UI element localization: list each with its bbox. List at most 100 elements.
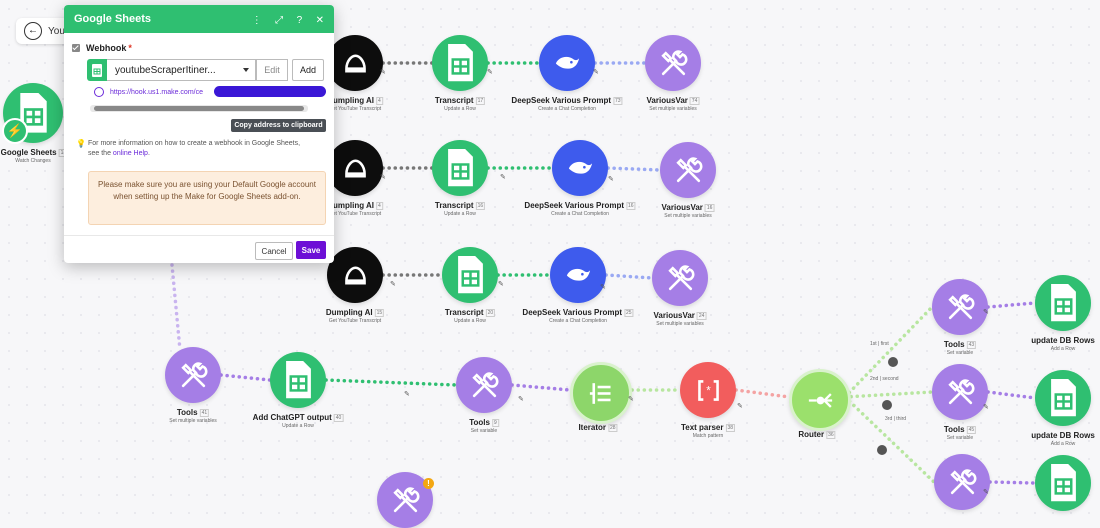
sheets-trigger-icon	[17, 93, 50, 133]
route-label[interactable]: 2nd | second	[870, 376, 899, 382]
dumpling-icon	[340, 48, 371, 79]
module-tr3[interactable]	[442, 247, 498, 303]
connection-router-tools5[interactable]	[843, 395, 936, 484]
module-vv3[interactable]	[652, 250, 708, 306]
module-action: Add a Row	[1050, 441, 1076, 447]
connection-ds3-vv3[interactable]	[604, 273, 654, 280]
module-addgpt[interactable]	[270, 352, 326, 408]
filter-icon[interactable]	[882, 400, 892, 410]
wrench-icon[interactable]: ✎	[983, 309, 989, 316]
sheets-icon	[445, 44, 476, 82]
field-toggle-checkbox[interactable]	[72, 44, 80, 52]
module-tools1[interactable]	[165, 347, 221, 403]
module-action: Match pattern	[692, 433, 724, 439]
route-label[interactable]: 3rd | third	[885, 416, 906, 422]
webhook-url[interactable]: https://hook.us1.make.com/ce	[110, 88, 203, 96]
connection-tools1-addgpt[interactable]	[219, 373, 272, 382]
module-id-badge: 4	[376, 201, 383, 210]
more-options-icon[interactable]: ⋮	[251, 15, 262, 26]
wrench-icon[interactable]: ✎	[380, 69, 386, 76]
connection-router-tools3[interactable]	[843, 305, 934, 399]
module-action: Set multiple variables	[664, 213, 712, 219]
module-gs-trigger[interactable]	[3, 83, 63, 143]
filter-icon[interactable]	[877, 445, 887, 455]
wrench-icon[interactable]: ✎	[983, 489, 989, 496]
wrench-icon[interactable]: ✎	[380, 174, 386, 181]
module-vv2[interactable]	[660, 142, 716, 198]
add-webhook-button[interactable]: Add	[292, 59, 324, 81]
module-tools2[interactable]	[456, 357, 512, 413]
module-iter[interactable]	[570, 362, 632, 424]
module-dump3[interactable]	[327, 247, 383, 303]
wrench-icon[interactable]: ✎	[628, 396, 634, 403]
connection-tools5-udb3[interactable]	[988, 480, 1037, 485]
module-label-text: Transcript	[434, 201, 474, 210]
module-id-badge: 73	[613, 96, 623, 105]
wrench-icon[interactable]: ✎	[983, 404, 989, 411]
connection-addgpt-tools2[interactable]	[324, 378, 458, 387]
webhook-label: Webhook	[86, 43, 127, 53]
wrench-icon[interactable]: ✎	[487, 69, 493, 76]
webhook-select[interactable]: youtubeScraperItiner...	[107, 59, 256, 81]
module-ds1[interactable]	[539, 35, 595, 91]
module-parser[interactable]: *	[680, 362, 736, 418]
connection-trigger-tools[interactable]	[170, 263, 182, 352]
close-icon[interactable]: ✕	[315, 15, 324, 26]
url-scrollbar-thumb[interactable]	[94, 106, 304, 111]
module-udb1[interactable]	[1035, 275, 1091, 331]
copy-address-button[interactable]: Copy address to clipboard	[231, 119, 326, 132]
connection-ds2-vv2[interactable]	[606, 166, 662, 172]
online-help-link[interactable]: online Help	[112, 150, 148, 157]
module-ds2[interactable]	[552, 140, 608, 196]
module-tools3[interactable]	[932, 279, 988, 335]
module-label-text: Transcript	[444, 308, 484, 317]
module-dump2[interactable]	[327, 140, 383, 196]
help-icon[interactable]: ?	[296, 15, 303, 26]
expand-icon[interactable]: ⤢	[275, 15, 284, 26]
wrench-icon[interactable]: ✎	[404, 391, 410, 398]
module-ds3[interactable]	[550, 247, 606, 303]
module-udb3[interactable]	[1035, 455, 1091, 511]
module-label-text: DeepSeek Various Prompt	[524, 201, 625, 210]
module-tr2[interactable]	[432, 140, 488, 196]
wrench-icon[interactable]: ✎	[600, 284, 606, 291]
module-tr1[interactable]	[432, 35, 488, 91]
module-label-text: VariousVar	[661, 203, 703, 212]
deepseek-icon	[565, 153, 596, 184]
wrench-icon[interactable]: ✎	[518, 396, 524, 403]
connection-tools4-udb2[interactable]	[986, 390, 1037, 400]
module-tools5[interactable]	[934, 454, 990, 510]
filter-icon[interactable]	[888, 357, 898, 367]
tools-icon	[469, 370, 500, 401]
wrench-icon[interactable]: ✎	[737, 403, 743, 410]
connection-router-tools4[interactable]	[843, 390, 934, 399]
route-label[interactable]: 1st | first	[870, 341, 889, 347]
cancel-button[interactable]: Cancel	[255, 242, 293, 260]
scenario-name: You	[48, 25, 65, 37]
wrench-icon[interactable]: ✎	[608, 176, 614, 183]
module-id-badge: 9	[491, 418, 499, 427]
connection-tools2-iter[interactable]	[510, 383, 572, 392]
wrench-icon[interactable]: ✎	[500, 174, 506, 181]
connection-parser-router[interactable]	[734, 388, 791, 399]
save-button[interactable]: Save	[296, 241, 326, 259]
redaction-mark	[214, 86, 326, 97]
edit-webhook-button[interactable]: Edit	[256, 59, 288, 81]
module-dump1[interactable]	[327, 35, 383, 91]
module-vv1[interactable]	[645, 35, 701, 91]
wrench-icon[interactable]: ✎	[593, 69, 599, 76]
module-id-badge: 16	[475, 201, 486, 210]
chevron-down-icon	[243, 68, 249, 72]
wrench-icon[interactable]: ✎	[390, 281, 396, 288]
module-action: Set multiple variables	[649, 106, 697, 112]
module-tools4[interactable]	[932, 364, 988, 420]
wrench-icon[interactable]: ✎	[498, 281, 504, 288]
module-udb2[interactable]	[1035, 370, 1091, 426]
module-router[interactable]	[789, 369, 851, 431]
instant-trigger-icon: ⚡	[2, 118, 28, 144]
connection-tools3-udb1[interactable]	[986, 301, 1037, 309]
